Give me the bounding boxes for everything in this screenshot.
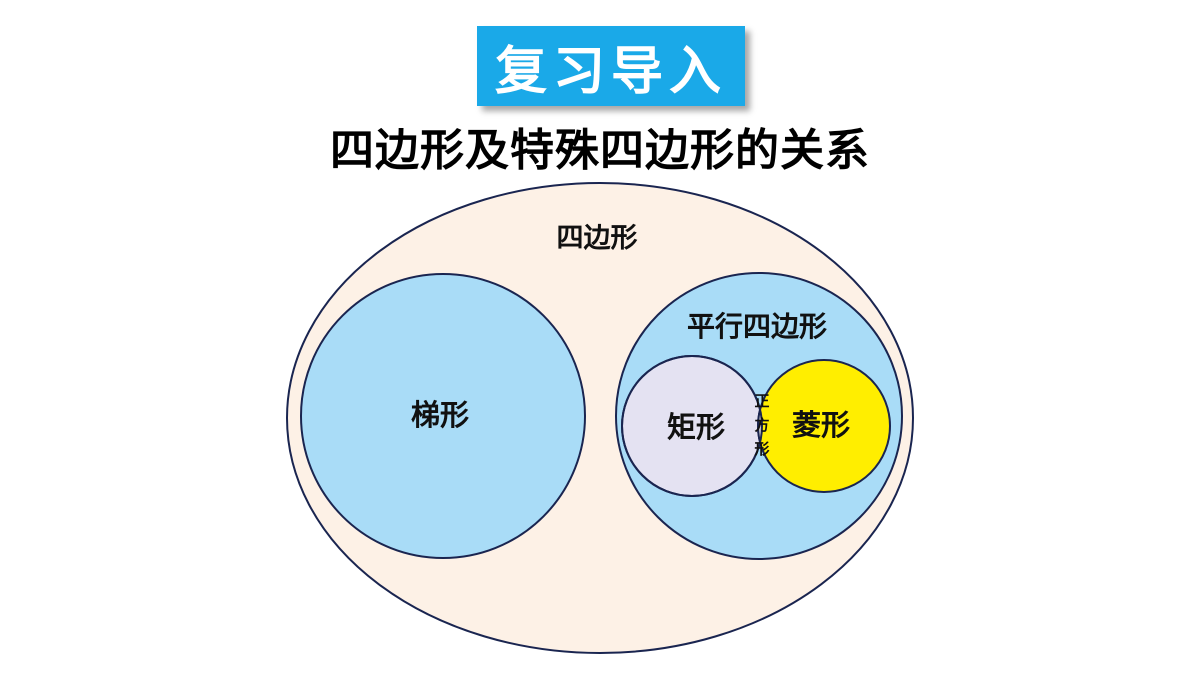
title-badge: 复习导入: [477, 26, 745, 106]
rectangle-label: 矩形: [667, 410, 725, 444]
parallelogram-label: 平行四边形: [687, 310, 827, 343]
trapezoid-circle: [300, 273, 586, 559]
trapezoid-label: 梯形: [411, 398, 469, 432]
rectangle-outline: [621, 355, 763, 497]
page-subtitle: 四边形及特殊四边形的关系: [330, 125, 870, 176]
square-label-char-1: 正: [754, 392, 769, 410]
square-label-char-3: 形: [754, 440, 769, 458]
square-label-char-2: 方: [754, 416, 769, 434]
title-badge-text: 复习导入: [494, 40, 727, 102]
rhombus-label: 菱形: [792, 408, 850, 442]
quadrilateral-label: 四边形: [557, 223, 638, 254]
square-region: [757, 359, 762, 493]
